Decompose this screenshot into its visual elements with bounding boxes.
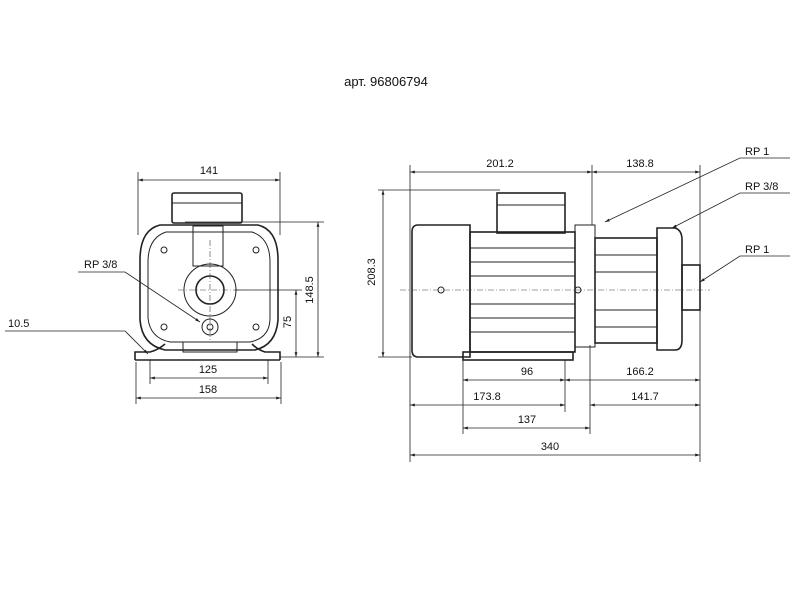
article-number: арт. 96806794	[344, 74, 428, 89]
dim-173-8: 173.8	[473, 391, 501, 403]
dim-75: 75	[282, 316, 294, 328]
dim-96: 96	[521, 366, 533, 378]
dim-148-5: 148.5	[304, 276, 316, 304]
dim-125: 125	[199, 364, 217, 376]
label-rp-3-8-front: RP 3/8	[84, 259, 117, 271]
front-view-dimensions	[5, 172, 324, 404]
dim-340: 340	[541, 441, 559, 453]
dim-141: 141	[200, 165, 218, 177]
dim-201-2: 201.2	[486, 158, 514, 170]
dim-166-2: 166.2	[626, 366, 654, 378]
label-rp-1-top: RP 1	[745, 146, 769, 158]
dim-138-8: 138.8	[626, 158, 654, 170]
dim-141-7: 141.7	[631, 391, 659, 403]
side-view	[400, 192, 710, 361]
dim-137: 137	[518, 414, 536, 426]
label-rp-3-8-side: RP 3/8	[745, 181, 778, 193]
dim-208-3: 208.3	[366, 258, 378, 286]
dim-158: 158	[199, 384, 217, 396]
dim-10-5: 10.5	[8, 318, 29, 330]
front-view	[134, 192, 281, 361]
side-view-dimensions	[378, 157, 790, 462]
label-rp-1-outlet: RP 1	[745, 244, 769, 256]
